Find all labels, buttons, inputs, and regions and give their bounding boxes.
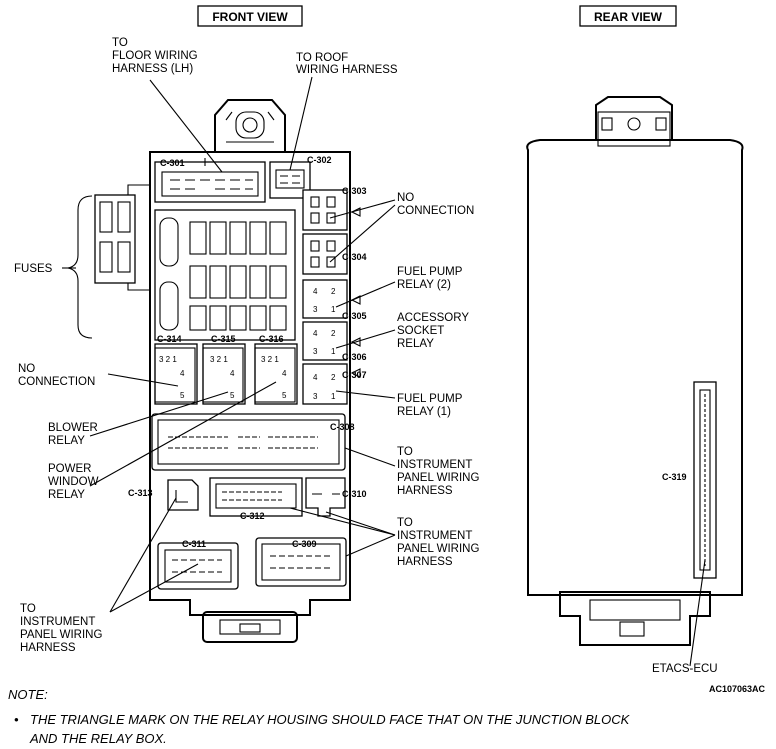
pin-label: 3: [313, 392, 318, 401]
power-window-relay-label: POWER: [48, 463, 91, 475]
pin-label: 2: [331, 287, 336, 296]
c301-connector: [154, 158, 266, 203]
pin-label: 4: [230, 369, 235, 378]
ip-harness-label: TO: [397, 517, 413, 529]
pin-label: 1: [331, 347, 336, 356]
c309-connector: [255, 537, 347, 587]
c313-connector: [167, 479, 199, 511]
blower-relay-label: RELAY: [48, 435, 85, 447]
rear-junction-block: [526, 96, 744, 646]
floor-harness-label: TO: [112, 37, 128, 49]
ip-harness-label: INSTRUMENT: [397, 459, 472, 471]
pin-label: 3 2 1: [210, 355, 228, 364]
fuse-block: [154, 209, 296, 341]
c314-label: C-314: [157, 334, 182, 344]
left-relay-row: [154, 343, 298, 405]
pin-label: 4: [282, 369, 287, 378]
roof-harness-label: WIRING HARNESS: [296, 64, 398, 76]
right-relay-stack: [302, 189, 348, 405]
note-bullet: •: [14, 712, 19, 727]
fuel-pump-relay-2-label: RELAY (2): [397, 279, 451, 291]
c305-label: C-305: [342, 311, 367, 321]
etacs-ecu-label: ETACS-ECU: [652, 663, 718, 675]
ip-harness-label: PANEL WIRING: [20, 629, 102, 641]
accessory-socket-relay-label: SOCKET: [397, 325, 444, 337]
leader-lines: [62, 76, 706, 667]
side-fuse-holder: [67, 184, 150, 339]
no-connection-right-label: NO: [397, 192, 414, 204]
fuel-pump-relay-2-label: FUEL PUMP: [397, 266, 463, 278]
floor-harness-label: HARNESS (LH): [112, 63, 193, 75]
pin-label: 4: [313, 373, 318, 382]
pin-label: 2: [331, 373, 336, 382]
accessory-socket-relay-label: ACCESSORY: [397, 312, 469, 324]
c313-label: C-313: [128, 488, 153, 498]
ip-harness-label: PANEL WIRING: [397, 543, 479, 555]
c309-label: C-309: [292, 539, 317, 549]
c304-label: C-304: [342, 252, 367, 262]
no-connection-left-label: CONNECTION: [18, 376, 95, 388]
c311-connector: [157, 542, 239, 590]
front-view-header-box: [197, 5, 303, 27]
no-connection-left-label: NO: [18, 363, 35, 375]
no-connection-right-label: CONNECTION: [397, 205, 474, 217]
pin-label: 3 2 1: [261, 355, 279, 364]
ip-harness-label: HARNESS: [397, 485, 453, 497]
ip-harness-label: TO: [20, 603, 36, 615]
ip-harness-label: HARNESS: [20, 642, 76, 654]
fuel-pump-relay-1-label: RELAY (1): [397, 406, 451, 418]
pin-label: 5: [282, 391, 287, 400]
left-relay-pins: 3 2 1 4 5 3 2 1 4 5 3 2 1 4 5: [159, 355, 287, 400]
pin-label: 5: [180, 391, 185, 400]
c307-label: C-307: [342, 370, 367, 380]
c315-label: C-315: [211, 334, 236, 344]
c310-label: C-310: [342, 489, 367, 499]
power-window-relay-label: RELAY: [48, 489, 85, 501]
c306-label: C-306: [342, 352, 367, 362]
rear-view-header-box: [579, 5, 677, 27]
pin-label: 4: [180, 369, 185, 378]
fuses-label: FUSES: [14, 263, 53, 275]
relay-pin-labels: 4 2 3 1 4 2 3 1 4 2 3 1: [313, 287, 336, 401]
floor-harness-label: FLOOR WIRING: [112, 50, 198, 62]
ip-harness-label: HARNESS: [397, 556, 453, 568]
c308-connector: [151, 413, 346, 471]
ip-harness-label: TO: [397, 446, 413, 458]
pin-label: 1: [331, 392, 336, 401]
pin-label: 3 2 1: [159, 355, 177, 364]
c312-connector: [209, 477, 303, 517]
accessory-socket-relay-label: RELAY: [397, 338, 434, 350]
pin-label: 2: [331, 329, 336, 338]
pin-label: 1: [331, 305, 336, 314]
rear-view-title: REAR VIEW: [594, 10, 663, 24]
ip-harness-label: INSTRUMENT: [397, 530, 472, 542]
ip-harness-label: INSTRUMENT: [20, 616, 95, 628]
c312-label: C-312: [240, 511, 265, 521]
note-line-1: THE TRIANGLE MARK ON THE RELAY HOUSING S…: [30, 712, 631, 727]
note-line-2: AND THE RELAY BOX.: [29, 731, 167, 746]
c301-label: C-301: [160, 158, 185, 168]
c316-label: C-316: [259, 334, 284, 344]
pin-label: 4: [313, 329, 318, 338]
pin-label: 3: [313, 347, 318, 356]
figure-code: AC107063AC: [709, 684, 766, 694]
power-window-relay-label: WINDOW: [48, 476, 99, 488]
fuel-pump-relay-1-label: FUEL PUMP: [397, 393, 463, 405]
pin-label: 3: [313, 305, 318, 314]
c311-label: C-311: [182, 539, 206, 549]
ip-harness-label: PANEL WIRING: [397, 472, 479, 484]
c308-label: C-308: [330, 422, 355, 432]
roof-harness-label: TO ROOF: [296, 52, 348, 64]
c319-label: C-319: [662, 472, 687, 482]
front-view-title: FRONT VIEW: [212, 10, 288, 24]
c303-label: C-303: [342, 186, 367, 196]
note-heading: NOTE:: [8, 687, 48, 702]
pin-label: 5: [230, 391, 235, 400]
pin-label: 4: [313, 287, 318, 296]
blower-relay-label: BLOWER: [48, 422, 98, 434]
c310-connector: [305, 477, 346, 517]
c302-label: C-302: [307, 155, 332, 165]
